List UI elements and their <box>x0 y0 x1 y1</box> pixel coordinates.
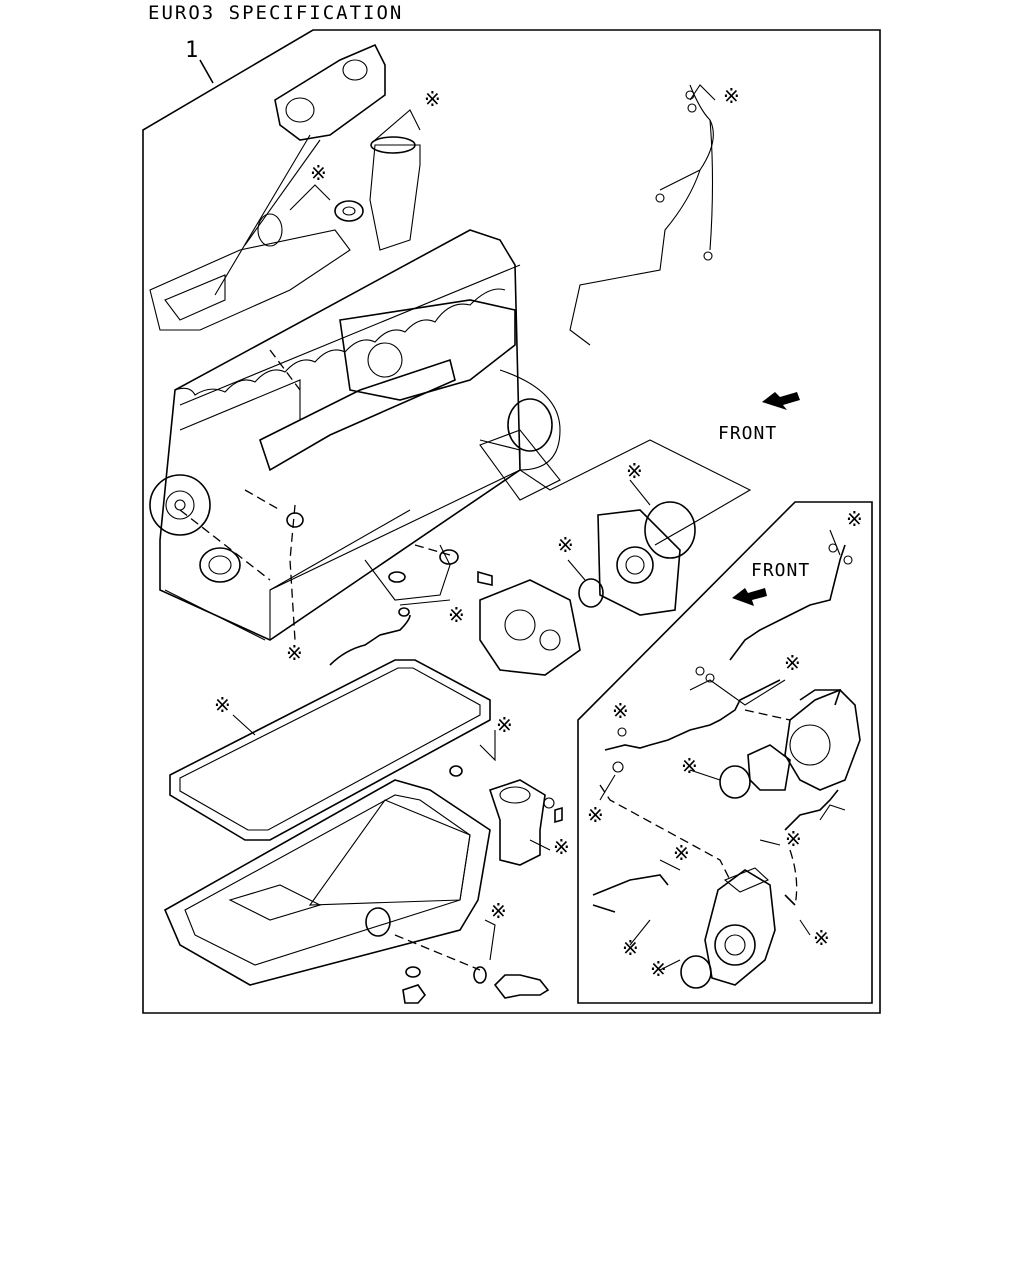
oil-pan <box>163 779 491 986</box>
page-title: EURO3 SPECIFICATION <box>148 2 404 24</box>
kit-mark: ※ <box>553 835 570 859</box>
kit-mark: ※ <box>846 507 863 531</box>
oil-pipe <box>329 614 411 666</box>
supply-pump <box>477 509 681 676</box>
drain-plug-and-sensor <box>402 974 550 1004</box>
kit-mark: ※ <box>681 754 698 778</box>
leader-lines <box>179 349 798 971</box>
inset-frame <box>577 501 873 1004</box>
kit-mark: ※ <box>626 459 643 483</box>
oil-filter <box>488 779 563 866</box>
callout-pointers <box>214 84 846 971</box>
kit-mark: ※ <box>286 641 303 665</box>
assembly-ref-number: 1 <box>185 38 199 63</box>
kit-mark: ※ <box>813 926 830 950</box>
injection-pipe-assembly <box>259 84 714 472</box>
kit-mark: ※ <box>424 87 441 111</box>
front-arrow-inset <box>732 588 767 606</box>
front-label-inset: FRONT <box>751 560 811 581</box>
kit-marks: ※ ※ ※ ※ ※ ※ ※ ※ ※ ※ ※ ※ ※ ※ ※ ※ ※ ※ ※ ※ … <box>214 84 863 981</box>
turbo-oil-pipes <box>592 543 853 913</box>
engine-block <box>149 229 561 641</box>
kit-mark: ※ <box>448 603 465 627</box>
kit-mark: ※ <box>490 899 507 923</box>
kit-mark: ※ <box>496 713 513 737</box>
front-label-main: FRONT <box>718 423 778 444</box>
kit-mark: ※ <box>612 699 629 723</box>
gaskets-and-orings <box>286 501 751 989</box>
kit-mark: ※ <box>784 651 801 675</box>
kit-mark: ※ <box>622 936 639 960</box>
main-frame <box>142 29 881 1014</box>
front-arrow-main <box>762 392 800 410</box>
kit-mark: ※ <box>214 693 231 717</box>
kit-mark: ※ <box>723 84 740 108</box>
kit-mark: ※ <box>310 161 327 185</box>
kit-mark: ※ <box>673 841 690 865</box>
kit-mark: ※ <box>587 803 604 827</box>
intake-manifold-parts <box>149 43 421 331</box>
turbocharger <box>747 689 861 791</box>
oil-pan-gasket <box>169 659 491 841</box>
air-compressor <box>704 867 776 986</box>
kit-mark: ※ <box>650 957 667 981</box>
kit-mark: ※ <box>785 827 802 851</box>
kit-mark: ※ <box>557 533 574 557</box>
